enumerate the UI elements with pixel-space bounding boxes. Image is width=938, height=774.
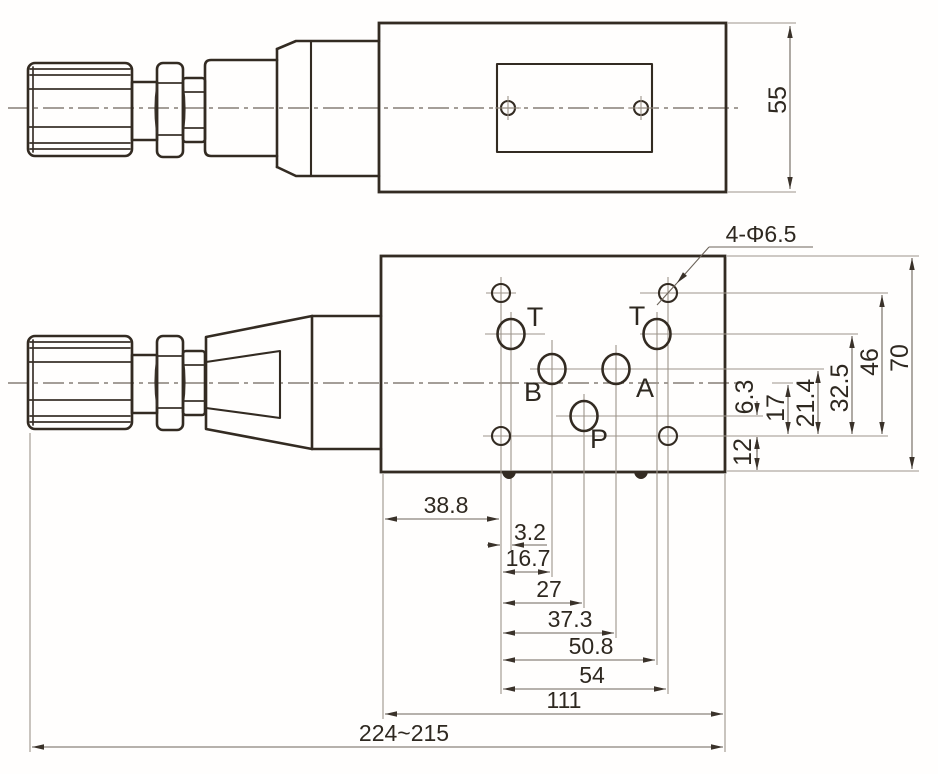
nameplate-screw-left [495,96,521,120]
valve-body-top-view [377,21,728,194]
dim-55-label: 55 [764,86,792,114]
port-label-a: A [636,373,654,403]
knob-stem [130,80,159,142]
port-b [537,352,567,386]
dim-6-3-label: 6.3 [731,380,759,415]
dim-38-8-label: 38.8 [424,492,469,518]
bolt-hole-top-right [657,282,679,304]
locating-notch-right [634,471,648,479]
dim-37-3-label: 37.3 [548,606,593,632]
top-view: 55 [8,21,796,194]
bolt-hole-bottom-right [657,425,679,447]
extension-lines [29,255,919,752]
port-t-left [496,317,526,351]
dim-32-5-label: 32.5 [826,364,854,413]
dim-55: 55 [728,22,796,193]
bolt-hole-top-left [490,282,512,304]
nameplate-screw-right [628,96,654,120]
dim-111-label: 111 [547,687,582,713]
port-a [601,352,631,386]
dim-46-label: 46 [856,348,884,376]
horizontal-dims: 38.8 3.2 16.7 27 37.3 50.8 54 111 224~21… [32,492,723,750]
port-label-b: B [524,377,542,407]
knob-stem-2 [130,353,159,415]
port-label-t-right: T [629,301,646,331]
port-p [569,399,599,433]
dim-21-4-label: 21.4 [792,379,820,428]
dim-224-215-label: 224~215 [359,720,449,746]
hex-nut [181,76,207,144]
dim-54-label: 54 [579,662,605,688]
port-t-right [642,317,672,351]
valve-sleeve [203,39,381,178]
dim-50-8-label: 50.8 [569,633,614,659]
locating-notch-left [502,471,516,479]
dim-70-label: 70 [886,344,914,372]
dim-3-2-label: 3.2 [514,519,546,545]
locknut [154,61,186,159]
bottom-view: T T B A P 4-Φ6.5 6.3 12 17 21.4 32.5 46 [8,221,919,752]
valve-body-bottom-view [379,254,727,474]
port-label-t-left: T [527,302,544,332]
bolt-hole-bottom-left [490,425,512,447]
dim-12-label: 12 [729,438,757,466]
port-label-p: P [590,424,608,454]
hole-note-label: 4-Φ6.5 [726,221,797,247]
adjustment-knob [26,61,134,158]
vertical-dims: 6.3 12 17 21.4 32.5 46 70 [729,258,915,470]
valve-cone [204,314,383,451]
dim-17-label: 17 [762,394,790,422]
dim-16-7-label: 16.7 [506,545,551,571]
dim-27-label: 27 [536,576,562,602]
hole-note: 4-Φ6.5 [656,221,813,306]
